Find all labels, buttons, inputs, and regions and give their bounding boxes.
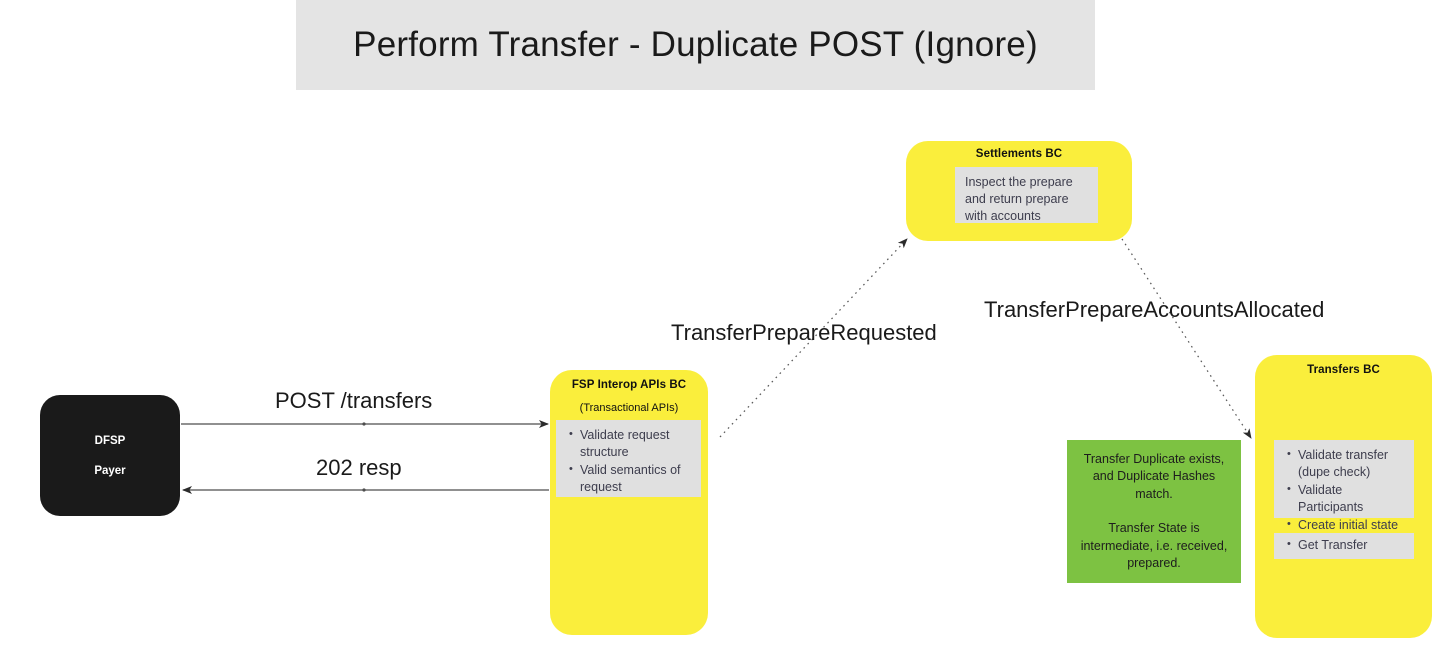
duplicate-state-note: Transfer Duplicate exists, and Duplicate… [1067, 440, 1241, 583]
fsp-interop-bc-title: FSP Interop APIs BC [571, 379, 687, 391]
edge-transfer-prepare-accounts-allocated [1121, 238, 1252, 439]
list-item: Validate transfer (dupe check) [1287, 446, 1406, 481]
edge-post-transfers [181, 420, 549, 428]
list-item: Validate Participants [1287, 481, 1406, 516]
transfers-bc-primary-panel: Validate transfer (dupe check) Validate … [1274, 440, 1414, 533]
edge-label-post-transfers: POST /transfers [275, 388, 433, 413]
edge-202-resp [182, 486, 549, 494]
actor-dfsp-line1: DFSP [94, 434, 126, 447]
edge-label-transfer-prepare-accounts-allocated: TransferPrepareAccountsAllocated [984, 297, 1325, 322]
settlements-bc-title: Settlements BC [975, 148, 1063, 160]
duplicate-state-note-paragraph-2: Transfer State is intermediate, i.e. rec… [1080, 521, 1228, 570]
settlements-bc-note-panel: Inspect the prepare and return prepare w… [955, 167, 1098, 223]
fsp-interop-bc-list: Validate request structure Valid semanti… [566, 426, 693, 496]
fsp-interop-bc-node[interactable]: FSP Interop APIs BC (Transactional APIs)… [550, 370, 708, 635]
fsp-interop-bc-subtitle: (Transactional APIs) [579, 402, 679, 414]
page-title: Perform Transfer - Duplicate POST (Ignor… [353, 24, 1038, 64]
transfers-bc-secondary-list: Get Transfer [1284, 536, 1406, 554]
transfers-bc-primary-list: Validate transfer (dupe check) Validate … [1284, 446, 1406, 534]
settlements-bc-note-text: Inspect the prepare and return prepare w… [965, 175, 1073, 223]
transfers-bc-title: Transfers BC [1307, 364, 1380, 376]
title-band: Perform Transfer - Duplicate POST (Ignor… [296, 0, 1095, 90]
transfers-bc-node[interactable]: Transfers BC Validate transfer (dupe che… [1255, 355, 1432, 638]
transfers-bc-secondary-panel: Get Transfer [1274, 533, 1414, 559]
list-item: Validate request structure [569, 426, 693, 461]
duplicate-state-note-paragraph-1: Transfer Duplicate exists, and Duplicate… [1083, 451, 1225, 501]
edge-label-202-resp: 202 resp [316, 455, 402, 480]
actor-dfsp-line2: Payer [94, 464, 126, 477]
actor-dfsp-payer[interactable]: DFSP Payer [40, 395, 180, 516]
settlements-bc-node[interactable]: Settlements BC Inspect the prepare and r… [906, 141, 1132, 241]
list-item: Get Transfer [1287, 536, 1406, 554]
list-item: Valid semantics of request [569, 461, 693, 496]
list-item: Create initial state [1287, 516, 1406, 534]
edge-label-transfer-prepare-requested: TransferPrepareRequested [671, 320, 937, 345]
fsp-interop-bc-panel: Validate request structure Valid semanti… [556, 420, 701, 497]
